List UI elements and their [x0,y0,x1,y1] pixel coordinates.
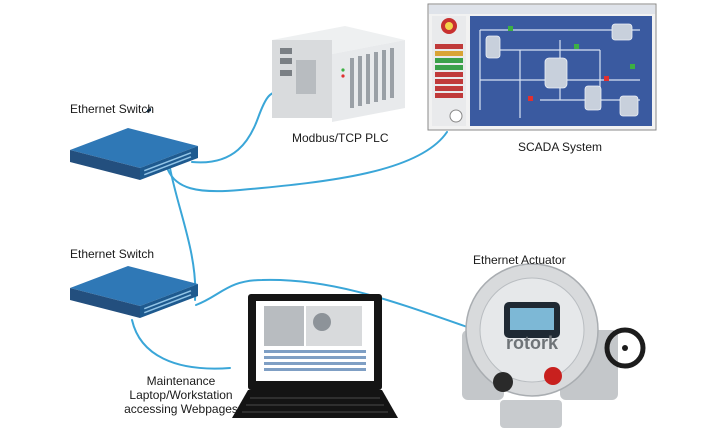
ethernet-switch-bottom [70,266,198,318]
switch-top-label: Ethernet Switch [70,102,155,116]
laptop-label-line1: Maintenance [146,374,216,388]
scada-screen [427,3,657,131]
laptop-label-line3: accessing Webpages [124,402,238,416]
laptop [232,294,398,418]
cable-switch-to-actuator [195,278,471,329]
plc-device [272,26,405,122]
ethernet-switch-top [70,108,198,180]
switch-bottom-label: Ethernet Switch [70,247,155,261]
laptop-label: Maintenance Laptop/Workstation accessing… [120,374,242,416]
actuator-label: Ethernet Actuator [473,253,566,267]
cable-switch-to-plc [191,90,286,164]
ethernet-actuator [462,263,646,428]
plc-label: Modbus/TCP PLC [292,131,389,145]
actuator-brand-text: rotork [506,333,559,353]
cable-switch-to-laptop [131,319,231,370]
cable-switch-to-scada [167,131,448,193]
laptop-label-line2: Laptop/Workstation [129,388,233,402]
scada-label: SCADA System [518,140,603,154]
